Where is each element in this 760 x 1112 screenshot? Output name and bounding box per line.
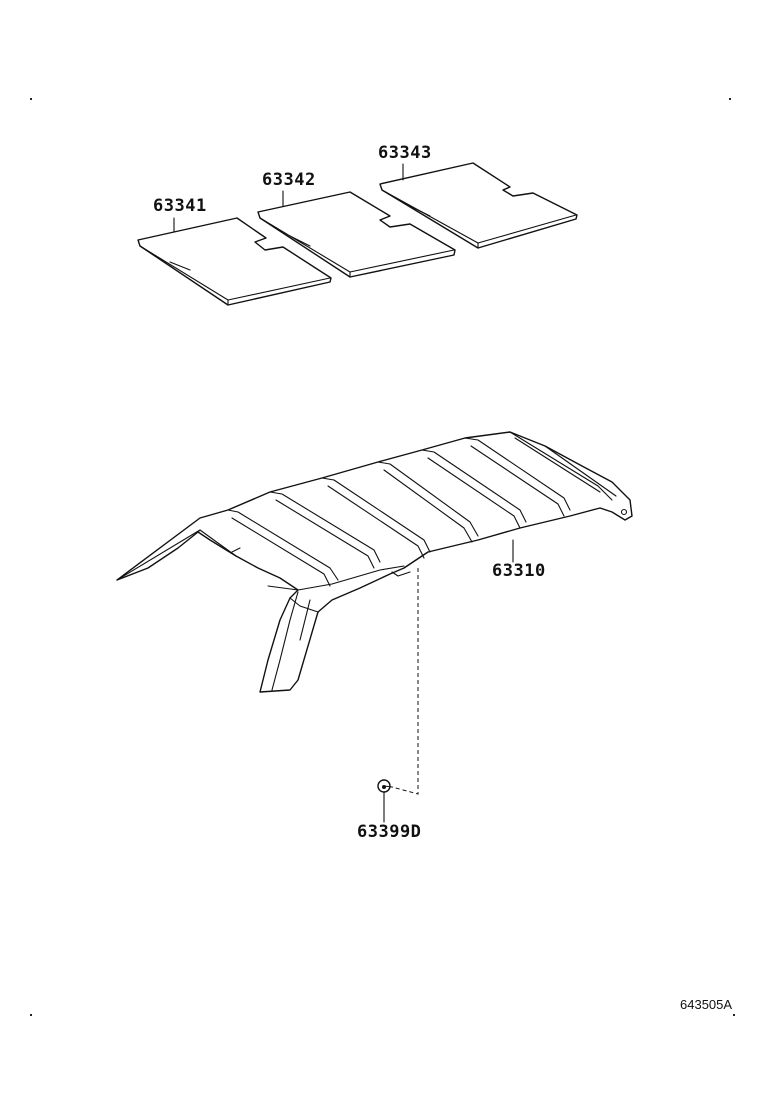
- corner-mark-bottom-left: [30, 1014, 32, 1016]
- part-label-63343: 63343: [378, 143, 432, 163]
- diagram-reference-code: 643505A: [680, 997, 733, 1012]
- part-label-63310: 63310: [492, 561, 546, 581]
- part-label-63342: 63342: [262, 170, 316, 190]
- part-label-63399d: 63399D: [357, 822, 422, 842]
- pad-63343-drawing: [379, 162, 578, 249]
- corner-mark-bottom-right: [733, 1014, 735, 1016]
- corner-mark-top-left: [30, 98, 32, 100]
- clip-63399d-drawing: [377, 779, 393, 793]
- part-label-63341: 63341: [153, 196, 207, 216]
- clip-locator-line: [391, 568, 419, 795]
- pad-63342-drawing: [257, 191, 456, 278]
- corner-mark-top-right: [729, 98, 731, 100]
- headliner-63310-drawing: [116, 431, 633, 693]
- pad-63341-drawing: [137, 217, 332, 306]
